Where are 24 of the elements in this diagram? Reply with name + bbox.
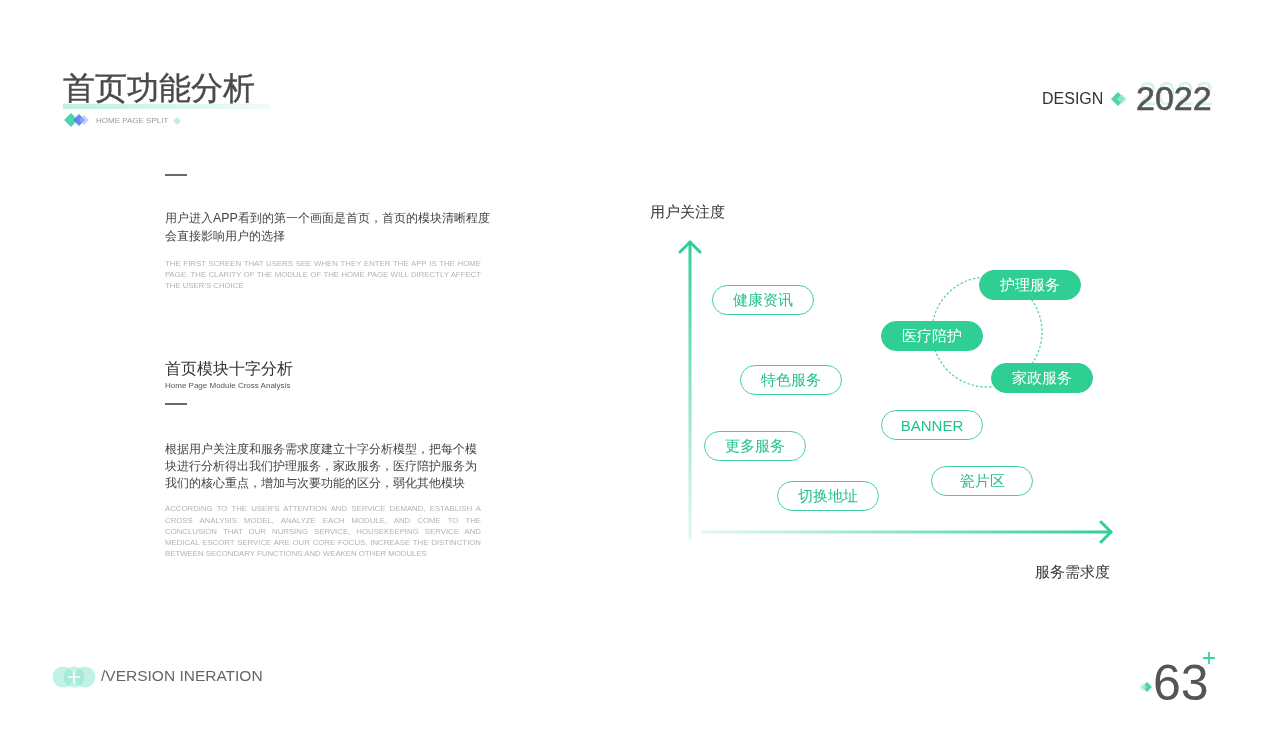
module-pill: 护理服务	[979, 270, 1081, 300]
body-text: 用户进入APP看到的第一个画面是首页，首页的模块清晰程度会直接影响用户的选择	[165, 210, 491, 245]
section-heading: 首页模块十字分析	[165, 359, 293, 379]
module-pill: 健康资讯	[712, 285, 814, 315]
header-label: DESIGN	[1042, 90, 1104, 108]
dotted-arc-connector	[1031, 299, 1043, 364]
module-pill: 更多服务	[704, 431, 806, 461]
footer-label: /VERSION INERATION	[101, 667, 263, 685]
module-pill: BANNER	[881, 410, 983, 440]
module-pill: 特色服务	[740, 365, 842, 395]
subtitle: HOME PAGE SPLIT	[96, 116, 169, 126]
axis-label: 用户关注度	[650, 203, 725, 221]
module-pill: 家政服务	[991, 363, 1093, 393]
dotted-arc-connector	[934, 350, 992, 388]
page-number: 63	[1153, 664, 1209, 702]
dotted-arc-connector	[932, 276, 980, 322]
section-subheading: Home Page Module Cross Analysis	[165, 381, 291, 391]
module-pill: 瓷片区	[931, 466, 1033, 496]
page-title: 首页功能分析	[63, 72, 255, 104]
year-number: 2022	[1136, 79, 1212, 117]
module-pill: 切换地址	[777, 481, 879, 511]
axis-label: 服务需求度	[1035, 563, 1110, 581]
body-text: 根据用户关注度和服务需求度建立十字分析模型，把每个模块进行分析得出我们护理服务，家政服务，医疗陪护服务为我们的核心重点，增加与次要功能的区分，弱化其他模块	[165, 440, 478, 492]
module-pill: 医疗陪护	[881, 321, 983, 351]
